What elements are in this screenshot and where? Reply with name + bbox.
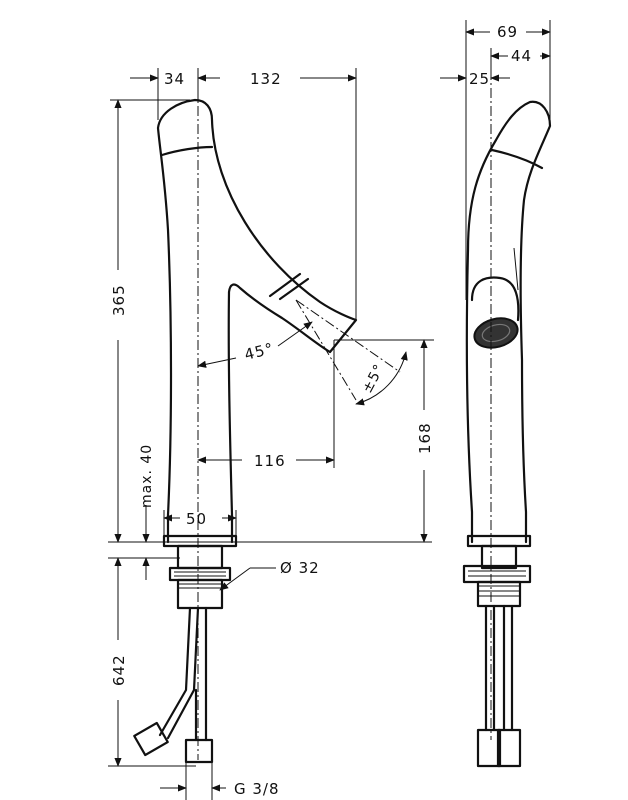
side-view [462,70,552,768]
side-thread [468,570,526,597]
front-thread [174,571,226,589]
dim-spout-tilt: ±5° [359,361,388,396]
front-faucet-body [156,98,358,544]
dim-hose-length: 642 [110,654,128,686]
dimension-labels: 34 132 69 44 25 365 45° ±5° 116 168 max.… [110,23,532,798]
dimension-lines [108,20,551,800]
dim-side-total-width: 69 [497,23,518,41]
side-connector-left [476,728,502,768]
front-connector-left [133,721,169,757]
dim-side-left-offset: 25 [469,70,490,88]
front-top-band [160,145,214,157]
side-handle-outline [470,276,520,322]
dim-spout-height: 168 [416,422,434,454]
dim-connection-thread: G 3/8 [234,780,280,798]
side-shank-lower [476,580,522,608]
dim-deck-thickness: max. 40 [139,444,155,508]
dim-total-height: 365 [110,284,128,316]
dim-top-left-width: 34 [164,70,185,88]
side-hoses [484,604,514,732]
side-base [466,534,532,548]
front-hose-left [158,606,192,737]
front-connector-right [184,738,214,764]
dim-side-right-width: 44 [511,47,532,65]
dim-base-width: 50 [186,510,207,528]
front-base [162,534,238,548]
dim-spout-angle: 45° [243,339,276,364]
side-connector-right [496,728,522,768]
front-nut [168,566,232,582]
front-shank-top [176,544,224,570]
front-spout-band [278,277,310,301]
front-shank-lower [176,578,224,610]
side-faucet-body [465,100,552,544]
front-view [133,70,401,764]
dim-top-reach: 132 [250,70,282,88]
dim-spout-projection: 116 [254,452,286,470]
dim-shank-diameter: Ø 32 [280,559,320,577]
front-hose-left-inner [166,606,200,740]
side-top-band [490,148,544,170]
front-spout-ring [268,272,302,298]
side-aerator [473,317,519,349]
side-shank-top [480,544,518,570]
